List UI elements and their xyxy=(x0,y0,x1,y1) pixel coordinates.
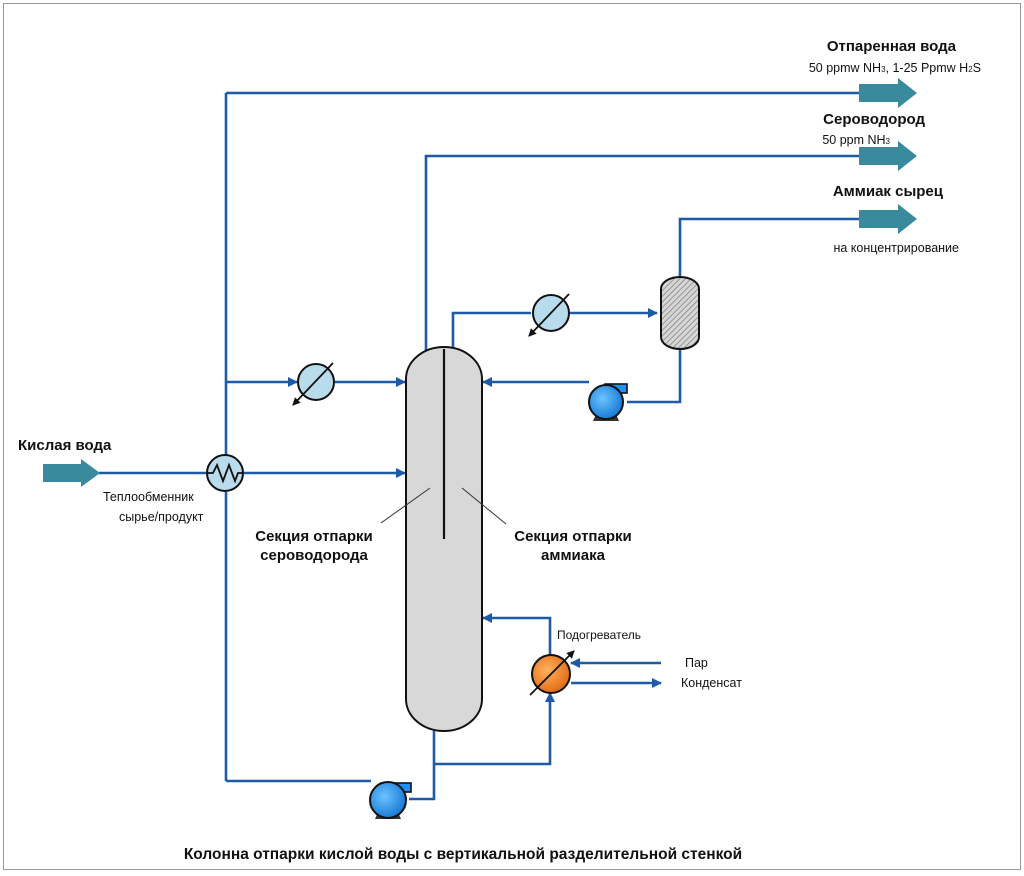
reboiler-label: Подогреватель xyxy=(557,628,641,642)
pump-icon xyxy=(369,781,407,819)
h2s-spec: 50 ppm NH3 xyxy=(822,133,890,147)
exchanger-coil-icon xyxy=(207,462,243,484)
nh3-section-label-line1: Секция отпарки xyxy=(514,528,631,545)
pump-icon xyxy=(588,384,624,420)
piping xyxy=(99,91,859,801)
bottoms-pump xyxy=(369,781,412,819)
reflux-pump xyxy=(588,383,628,421)
condensate-label: Конденсат xyxy=(681,676,742,690)
steam-label: Пар xyxy=(685,656,708,670)
ammonia-label: Аммиак сырец xyxy=(833,183,944,200)
stream-arrows xyxy=(43,78,917,487)
bottoms-to-reboiler-line xyxy=(434,692,555,766)
nh3-section-label-line2: аммиака xyxy=(541,547,606,564)
h2s-label: Сероводород xyxy=(823,111,925,128)
stripped-water-arrow-icon xyxy=(859,78,917,108)
bottoms-to-pump-line xyxy=(409,731,436,801)
diagram-title: Колонна отпарки кислой воды с вертикальн… xyxy=(184,846,742,863)
condenser-arrow-icon xyxy=(528,293,570,337)
reflux-cooler xyxy=(292,362,335,406)
labels: Кислая вода Отпаренная вода 50 ppmw NH3,… xyxy=(18,38,981,863)
stripped-water-spec: 50 ppmw NH3, 1-25 Ppmw H2S xyxy=(809,61,981,75)
raw-ammonia-line xyxy=(678,217,859,279)
reboiler-return-line xyxy=(482,613,552,657)
feed-arrow-icon xyxy=(43,459,100,487)
feed-label: Кислая вода xyxy=(18,437,112,454)
ammonia-arrow-icon xyxy=(859,204,917,234)
process-flow-diagram: Кислая вода Отпаренная вода 50 ppmw NH3,… xyxy=(18,38,981,863)
ammonia-condenser xyxy=(528,293,570,337)
cooler-arrow-icon xyxy=(292,362,334,406)
exchanger-label-line1: Теплообменник xyxy=(103,490,194,504)
drum-to-pump-line xyxy=(627,347,682,404)
stripped-water-label: Отпаренная вода xyxy=(827,38,957,55)
diagram-canvas: Кислая вода Отпаренная вода 50 ppmw NH3,… xyxy=(3,3,1021,870)
h2s-section-label-line2: сероводорода xyxy=(260,547,368,564)
h2s-overhead-line xyxy=(424,154,859,353)
h2s-section-label-line1: Секция отпарки xyxy=(255,528,372,545)
reflux-drum xyxy=(660,276,700,350)
ammonia-note: на концентрирование xyxy=(833,241,959,255)
feed-product-exchanger xyxy=(206,454,244,492)
nh3-overhead-line xyxy=(451,311,531,351)
h2s-section-leader xyxy=(380,487,431,524)
reboiler-arrow-icon xyxy=(529,650,575,696)
nh3-section-leader xyxy=(461,487,507,525)
h2s-arrow-icon xyxy=(859,141,917,171)
exchanger-label-line2: сырье/продукт xyxy=(119,510,204,524)
stripping-column xyxy=(380,346,507,732)
drum-body xyxy=(660,276,700,350)
reboiler xyxy=(529,650,575,696)
